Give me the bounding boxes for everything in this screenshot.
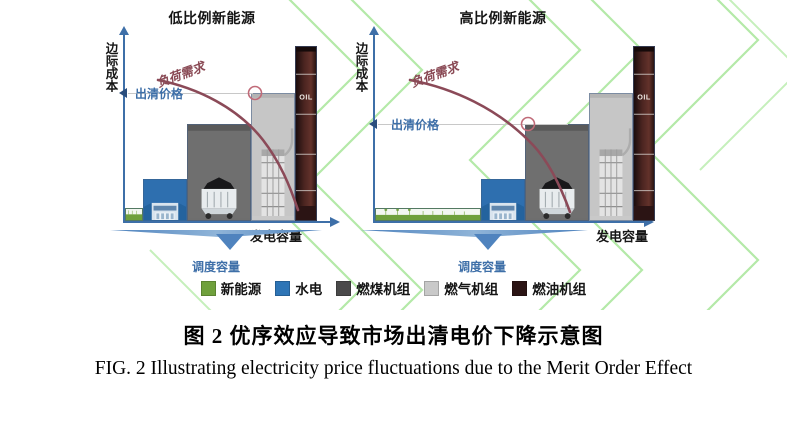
clearing-price-arrow [119,88,127,98]
renewable-field-icon [126,209,142,220]
bar-oil: OIL [295,46,317,221]
gas-plant-icon [590,94,632,217]
hydro-dam-icon [482,180,524,220]
panel-title-high-renewable: 高比例新能源 [459,10,547,26]
caption-english: FIG. 2 Illustrating electricity price fl… [94,358,693,380]
x-axis-line [373,221,645,223]
y-axis-line [123,34,125,222]
legend-item-coal: 燃煤机组 [336,278,410,298]
legend-label-hydro: 水电 [295,282,323,297]
hydro-dam-icon [144,180,186,220]
y-axis-label: 边际成本 [103,42,118,92]
bar-hydro [143,179,187,221]
merit-order-figure: 低比例新能源 边际成本 发电容量 [88,0,668,312]
legend-swatch-renewable [200,280,216,296]
panel-low-renewable: 低比例新能源 边际成本 发电容量 [88,0,358,312]
legend-label-renewable: 新能源 [220,282,262,297]
y-axis-arrowhead [119,26,129,35]
legend-label-coal: 燃煤机组 [356,282,411,297]
bar-gas [251,93,295,221]
legend-item-oil: 燃油机组 [512,278,586,298]
clearing-price-label: 出清价格 [391,118,440,132]
oil-tank-icon: OIL [634,47,654,207]
y-axis-label: 边际成本 [353,42,368,92]
legend-item-hydro: 水电 [275,278,322,298]
dispatch-capacity-label: 调度容量 [458,260,507,274]
legend-swatch-gas [424,280,440,296]
dispatch-capacity-bracket [360,230,588,250]
clearing-price-arrow [369,119,377,129]
bar-coal [187,124,251,221]
x-axis-line [123,221,331,223]
legend-swatch-oil [512,280,528,296]
bar-renewable [375,208,481,221]
dispatch-capacity-bracket [110,230,322,250]
panel-title-low-renewable: 低比例新能源 [168,10,256,26]
legend-item-gas: 燃气机组 [424,278,498,298]
legend-swatch-coal [336,280,352,296]
svg-text:OIL: OIL [637,93,651,102]
bar-gas [589,93,633,221]
bar-hydro [481,179,525,221]
panel-high-renewable: 高比例新能源 边际成本 发电容量 [348,0,668,312]
bar-renewable [125,208,143,221]
caption-chinese: 图 2 优序效应导致市场出清电价下降示意图 [183,324,604,348]
bar-oil: OIL [633,46,655,221]
legend-label-oil: 燃油机组 [532,282,587,297]
legend-item-renewable: 新能源 [200,278,262,298]
legend-swatch-hydro [275,280,291,296]
gas-plant-icon [252,94,294,217]
oil-tank-icon: OIL [296,47,316,207]
svg-text:OIL: OIL [299,93,313,102]
renewable-farm-icon [376,209,480,220]
coal-plant-icon [526,125,588,219]
figure-caption: 图 2 优序效应导致市场出清电价下降示意图 FIG. 2 Illustratin… [0,322,787,383]
dispatch-capacity-label: 调度容量 [192,260,241,274]
legend-label-gas: 燃气机组 [444,282,499,297]
coal-plant-icon [188,125,250,219]
legend: 新能源 水电 燃煤机组 燃气机组 燃油机组 [0,276,787,300]
bar-coal [525,124,589,221]
